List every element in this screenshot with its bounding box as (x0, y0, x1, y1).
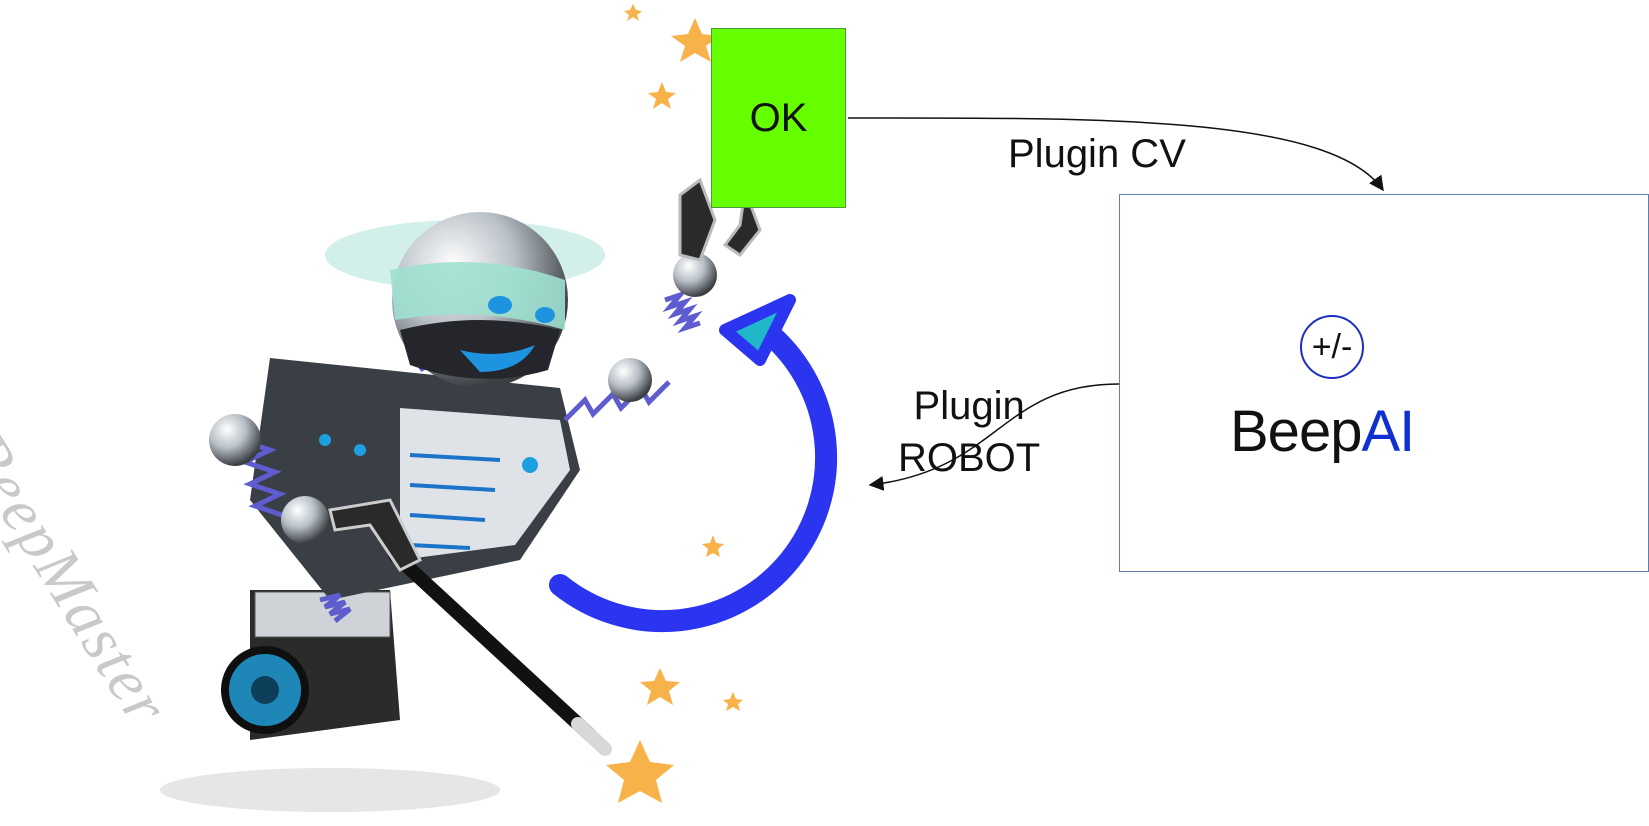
edge-plugin-robot (868, 383, 1120, 491)
star-icon (624, 4, 642, 21)
star-icon (606, 740, 674, 803)
stars (606, 4, 743, 803)
edge-plugin-cv (847, 117, 1384, 192)
star-icon (671, 18, 720, 62)
star-icon (640, 668, 680, 705)
plugin-robot-label: Plugin ROBOT (898, 380, 1040, 484)
beepai-panel (1119, 194, 1649, 572)
star-icon (723, 692, 743, 711)
star-icon (702, 535, 724, 557)
beepai-title-ai: AI (1361, 399, 1415, 464)
ok-label: OK (749, 95, 808, 140)
plus-minus-node: +/- (1300, 315, 1364, 379)
plugin-robot-line1: Plugin (913, 384, 1025, 428)
star-icon (648, 82, 676, 109)
beepai-title: BeepAI (1230, 398, 1415, 465)
cycle-arrow (549, 294, 838, 633)
plus-minus-label: +/- (1311, 327, 1353, 366)
plugin-robot-line2: ROBOT (898, 436, 1041, 480)
plugin-cv-label: Plugin CV (1008, 132, 1186, 176)
ok-node: OK (711, 28, 846, 208)
robot-illustration (160, 177, 762, 812)
beepai-title-beep: Beep (1230, 399, 1362, 464)
